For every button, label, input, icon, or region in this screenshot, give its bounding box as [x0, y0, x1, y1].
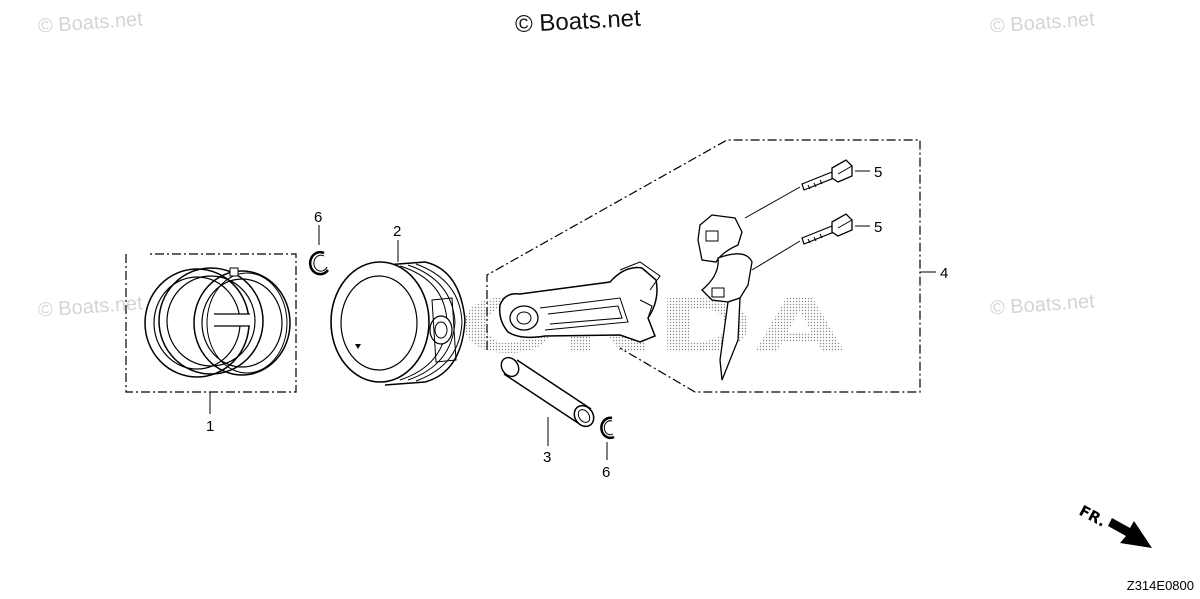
piston-pin-clip-upper[interactable] [308, 225, 330, 276]
connecting-rod-bolt-lower[interactable] [751, 213, 870, 271]
piston-ring-set[interactable] [125, 253, 297, 414]
piston[interactable] [330, 240, 466, 386]
connecting-rod[interactable] [498, 261, 661, 343]
callout-2: 2 [393, 223, 401, 240]
connecting-rod-assembly-boundary [486, 139, 936, 393]
front-arrow-icon [1108, 518, 1152, 548]
callout-1: 1 [206, 418, 214, 435]
callout-5-lower: 5 [874, 219, 882, 236]
diagram-code: Z314E0800 [1126, 578, 1194, 593]
callout-5-upper: 5 [874, 164, 882, 181]
callout-3: 3 [543, 449, 551, 466]
piston-pin[interactable] [498, 354, 598, 446]
callout-4: 4 [940, 265, 948, 282]
front-direction-label: FR. [1076, 502, 1109, 531]
piston-pin-clip-lower[interactable] [600, 416, 615, 460]
front-direction-indicator: FR. [1076, 502, 1152, 548]
callout-6-upper: 6 [314, 209, 322, 226]
callout-6-lower: 6 [602, 464, 610, 481]
connecting-rod-cap[interactable] [697, 214, 753, 381]
connecting-rod-bolt-upper[interactable] [744, 159, 870, 219]
